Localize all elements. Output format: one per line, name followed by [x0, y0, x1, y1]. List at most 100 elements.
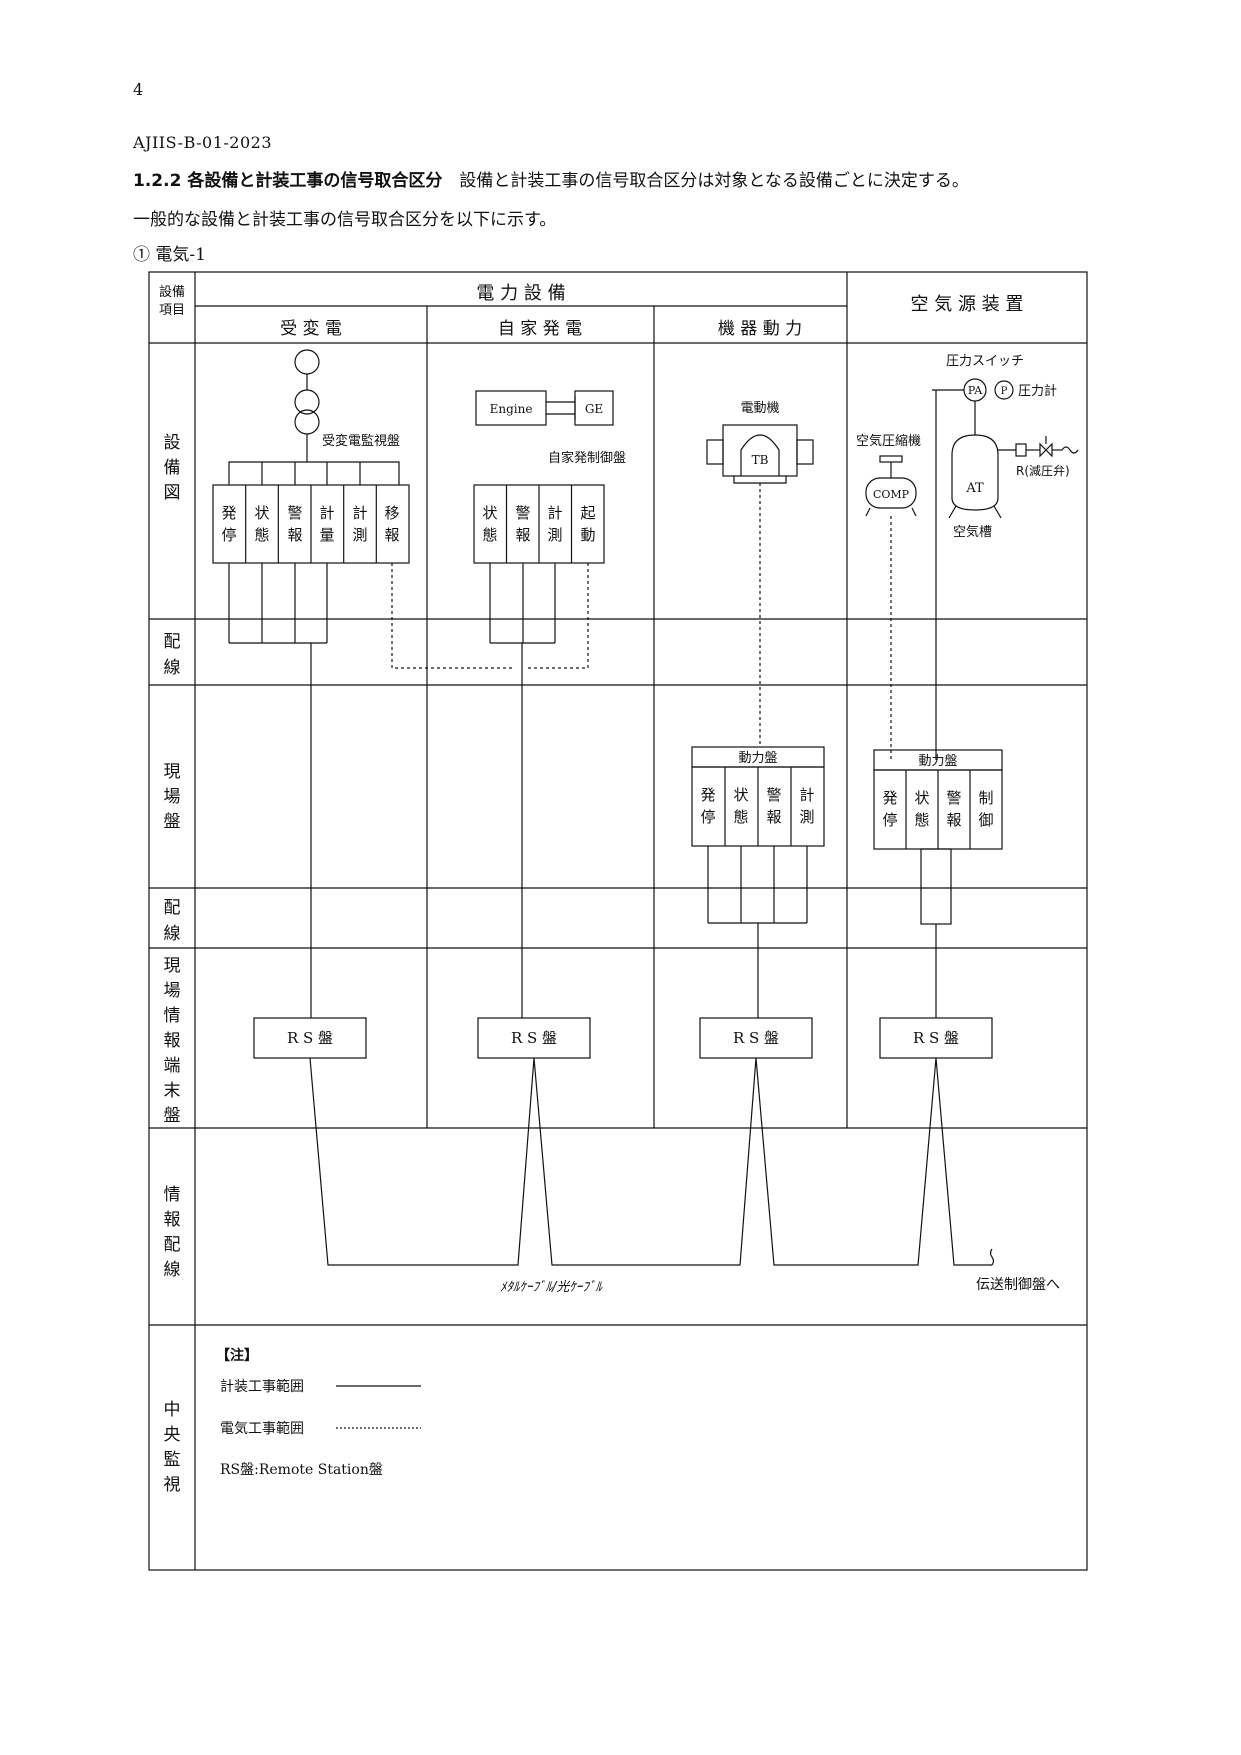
rs-definition: RS盤:Remote Station盤	[220, 1462, 383, 1478]
cell-start-stop: 停	[221, 526, 236, 544]
row-char: 線	[164, 1260, 181, 1280]
cell-control: 制	[978, 789, 993, 807]
row-char: 場	[164, 787, 181, 807]
row-char: 線	[164, 924, 181, 944]
instrument-scope-label: 計装工事範囲	[220, 1378, 304, 1395]
cell-metering: 量	[319, 526, 334, 544]
cell-transfer: 報	[384, 526, 399, 544]
intro-text: 一般的な設備と計装工事の信号取合区分を以下に示す。	[133, 210, 557, 230]
row-char: 情	[164, 1185, 181, 1205]
cell-alarm: 警	[287, 504, 302, 522]
compressor-label: 空気圧縮機	[856, 433, 921, 449]
rs-panel-label: R S 盤	[733, 1029, 779, 1047]
cell-measurement: 計	[799, 786, 814, 804]
cell-status: 状	[733, 786, 748, 804]
corner-label: 設備 項目	[159, 284, 185, 318]
row-label-equipment-diagram: 設 備 図	[164, 433, 181, 503]
cell-start-stop: 発	[882, 789, 897, 807]
cell-status: 状	[254, 504, 269, 522]
cell-status: 態	[254, 526, 269, 544]
rs-panel-motor: R S 盤	[699, 1017, 813, 1059]
transformer-symbol	[228, 349, 400, 485]
motor-power-panel	[691, 746, 825, 847]
section-text: 設備と計装工事の信号取合区分は対象となる設備ごとに決定する。	[459, 171, 969, 191]
at-label: AT	[965, 481, 984, 496]
air-signal-cells: 発 停 状 態 警 報 制 御	[882, 789, 993, 829]
column-substation: 受 変 電	[280, 319, 342, 339]
cell-status: 態	[914, 811, 929, 829]
motor-label: 電動機	[740, 401, 779, 416]
reducing-valve-label: R(減圧弁)	[1016, 463, 1070, 478]
corner-line-2: 項目	[159, 303, 185, 318]
table-grid	[148, 271, 1088, 1571]
cell-alarm: 報	[946, 811, 961, 829]
row-char: 図	[164, 483, 181, 503]
rs-panel-generator: R S 盤	[477, 1017, 591, 1059]
air-panel-title: 動力盤	[918, 754, 957, 769]
row-char: 報	[164, 1210, 181, 1230]
pressure-gauge-label: 圧力計	[1018, 383, 1057, 399]
cell-control: 御	[978, 811, 993, 829]
motor-panel-title: 動力盤	[738, 751, 777, 766]
row-label-central-monitoring: 中 央 監 視	[164, 1400, 181, 1495]
air-wiring	[920, 848, 952, 1018]
power-equipment-header: 電 力 設 備	[476, 283, 565, 304]
transmission-label: 伝送制御盤へ	[976, 1277, 1060, 1293]
cell-measurement: 測	[352, 526, 367, 544]
cell-start-stop: 発	[700, 786, 715, 804]
cell-alarm: 報	[515, 526, 530, 544]
electrical-scope-label: 電気工事範囲	[220, 1420, 304, 1437]
row-char: 末	[164, 1081, 181, 1101]
motor-symbol	[706, 424, 814, 747]
row-char: 情	[164, 1006, 181, 1026]
air-tank-label: 空気槽	[953, 524, 992, 540]
cell-status: 態	[482, 526, 497, 544]
rs-panel-substation: R S 盤	[253, 1017, 367, 1059]
row-char: 視	[164, 1475, 181, 1495]
cell-alarm: 警	[515, 504, 530, 522]
row-label-wiring-2: 配 線	[164, 898, 181, 944]
engine-generator-symbol	[475, 390, 614, 426]
generator-signal-cells: 状 態 警 報 計 測 起 動	[482, 504, 595, 544]
cell-measurement: 測	[799, 808, 814, 826]
row-char: 現	[164, 762, 181, 782]
row-label-field-panel: 現 場 盤	[164, 762, 181, 832]
cell-status: 状	[914, 789, 929, 807]
cell-measurement: 計	[547, 504, 562, 522]
row-label-wiring-1: 配 線	[164, 632, 181, 678]
air-tank-symbol	[935, 390, 1079, 760]
cell-alarm: 報	[766, 808, 781, 826]
generator-wiring	[489, 563, 589, 1018]
engine-label: Engine	[490, 402, 533, 416]
cell-startup: 動	[580, 526, 595, 544]
p-label: P	[1001, 386, 1008, 397]
notes-title: 【注】	[216, 1347, 258, 1364]
row-char: 配	[164, 898, 181, 918]
rs-panel-label: R S 盤	[511, 1029, 557, 1047]
cell-startup: 起	[580, 504, 595, 522]
substation-terminal-box	[212, 484, 410, 564]
row-char: 線	[164, 658, 181, 678]
column-generator: 自 家 発 電	[498, 319, 582, 339]
cell-status: 態	[733, 808, 748, 826]
cell-measurement: 計	[352, 504, 367, 522]
substation-panel-label: 受変電監視盤	[322, 433, 400, 449]
motor-wiring	[707, 846, 808, 1018]
diagram-subtitle: ① 電気-1	[133, 245, 206, 265]
cell-measurement: 測	[547, 526, 562, 544]
cell-alarm: 警	[766, 786, 781, 804]
cable-type-label: ﾒﾀﾙｹｰﾌﾞﾙ/光ｹｰﾌﾞﾙ	[500, 1279, 603, 1295]
comp-label: COMP	[873, 488, 910, 501]
generator-terminal-box	[473, 484, 605, 564]
row-char: 備	[164, 458, 181, 478]
pressure-switch-label: 圧力スイッチ	[946, 354, 1024, 369]
rs-panel-air: R S 盤	[879, 1017, 993, 1059]
substation-signal-cells: 発 停 状 態 警 報 計 量 計 測 移 報	[221, 504, 399, 544]
column-motor-power: 機 器 動 力	[718, 319, 802, 339]
cell-start-stop: 停	[700, 808, 715, 826]
row-char: 盤	[164, 1106, 181, 1126]
generator-panel-label: 自家発制御盤	[548, 450, 626, 466]
cell-metering: 計	[319, 504, 334, 522]
pressure-instruments	[932, 378, 1014, 435]
